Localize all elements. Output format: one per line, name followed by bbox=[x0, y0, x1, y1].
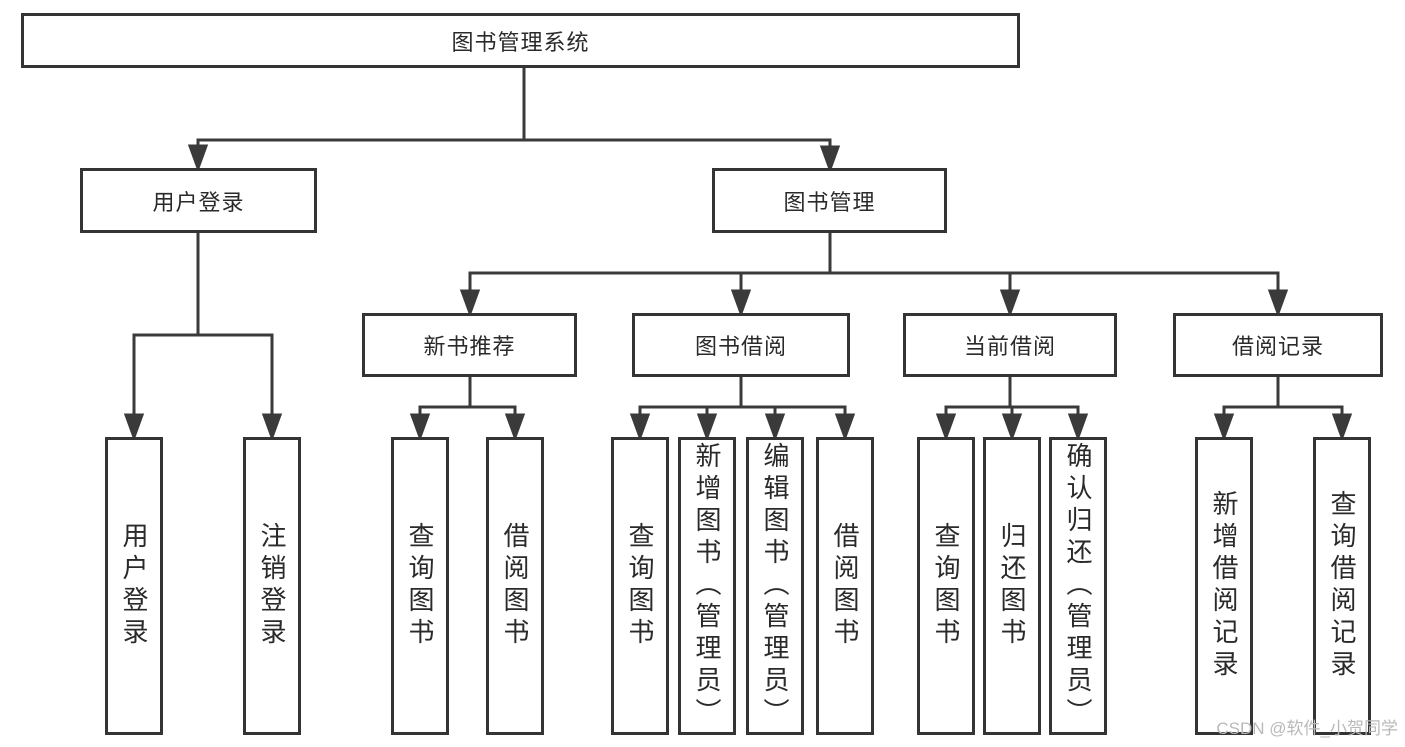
csdn-watermark: CSDN @软件_小贺同学 bbox=[1216, 719, 1398, 738]
node-user-login-branch: 用户登录 bbox=[80, 168, 317, 233]
leaf-add-borrow-record: 新增借阅记录 bbox=[1195, 437, 1253, 735]
leaf-user-login: 用户登录 bbox=[105, 437, 163, 735]
leaf-borrow-books: 借阅图书 bbox=[816, 437, 874, 735]
leaf-query-books-current: 查询图书 bbox=[917, 437, 975, 735]
node-root-system: 图书管理系统 bbox=[21, 13, 1020, 68]
leaf-query-books-recommend: 查询图书 bbox=[391, 437, 449, 735]
node-book-borrow: 图书借阅 bbox=[632, 313, 850, 377]
node-current-borrow: 当前借阅 bbox=[903, 313, 1117, 377]
leaf-add-books-admin: 新增图书（管理员） bbox=[678, 437, 736, 735]
leaf-return-books: 归还图书 bbox=[983, 437, 1041, 735]
leaf-edit-books-admin: 编辑图书（管理员） bbox=[746, 437, 804, 735]
node-borrow-records: 借阅记录 bbox=[1173, 313, 1383, 377]
leaf-logout: 注销登录 bbox=[243, 437, 301, 735]
leaf-query-borrow-record: 查询借阅记录 bbox=[1313, 437, 1371, 735]
node-new-book-recommend: 新书推荐 bbox=[362, 313, 577, 377]
node-book-management-branch: 图书管理 bbox=[712, 168, 947, 233]
leaf-query-books-borrow: 查询图书 bbox=[611, 437, 669, 735]
leaf-confirm-return-admin: 确认归还（管理员） bbox=[1049, 437, 1107, 735]
leaf-borrow-books-recommend: 借阅图书 bbox=[486, 437, 544, 735]
